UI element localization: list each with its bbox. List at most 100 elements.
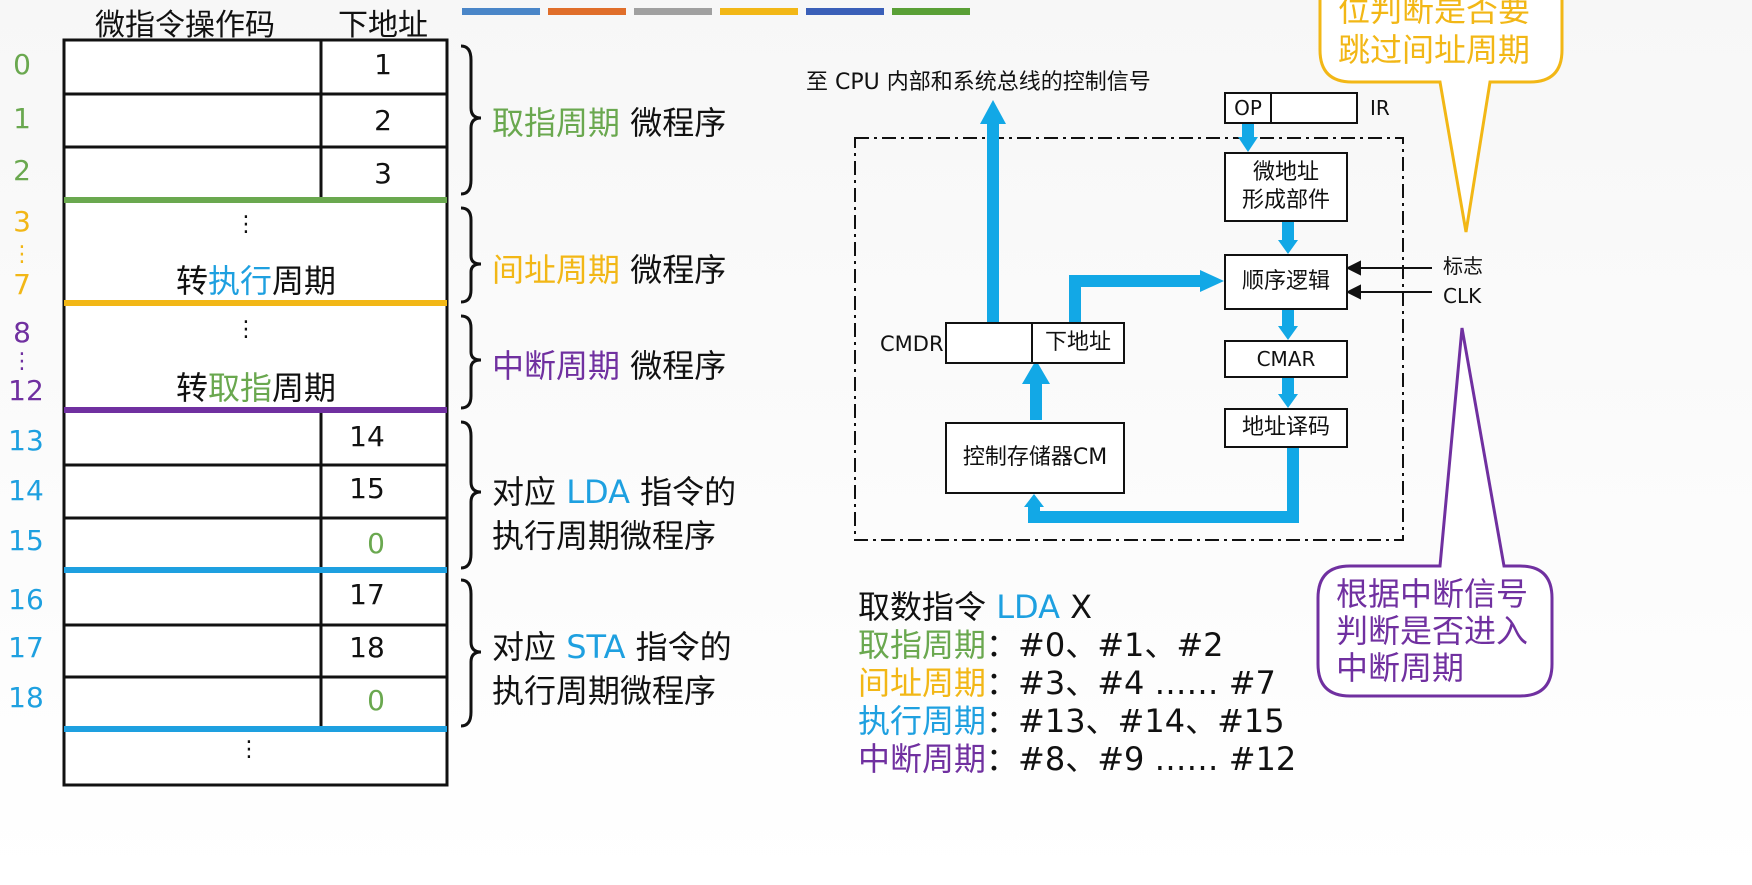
address-label: 14: [8, 474, 44, 507]
callout-line: 判断是否进入: [1336, 612, 1529, 650]
callout-yellow-text: 位判断是否要 跳过间址周期: [1338, 0, 1530, 70]
next-address-value: 18: [349, 631, 385, 664]
goto-prefix: 转: [176, 262, 209, 300]
header-next-address: 下地址: [338, 8, 428, 43]
legend-bar-blue: [462, 8, 540, 15]
summary-title: 取数指令 LDA X: [858, 582, 1092, 628]
next-address-value: 15: [349, 472, 385, 505]
legend-bar-yellow: [720, 8, 798, 15]
callout-line: 中断周期: [1336, 649, 1465, 687]
summary-title-post: X: [1059, 588, 1093, 626]
header-opcode: 微指令操作码: [95, 8, 275, 43]
brace-sta: [460, 578, 482, 728]
next-address-value: 1: [374, 48, 392, 81]
label-indirect-microprogram: 间址周期 微程序: [492, 245, 726, 291]
cmar-register: CMAR: [1224, 340, 1348, 378]
address-label: 1: [13, 102, 31, 135]
address-label: 13: [8, 424, 44, 457]
goto-suffix: 周期: [272, 262, 337, 300]
label-post: 指令的: [629, 473, 737, 511]
label-lda: LDA: [566, 473, 630, 511]
goto-execute-text: 转执行周期: [176, 256, 336, 302]
label-post: 指令的: [625, 628, 732, 666]
callout-line: 根据中断信号: [1336, 575, 1529, 613]
sequence-logic: 顺序逻辑: [1224, 254, 1348, 310]
brace-indirect: [460, 206, 482, 304]
legend-bar-darkblue: [806, 8, 884, 15]
summary-row-execute: 执行周期：#13、#14、#15: [858, 696, 1285, 742]
cmdr-next-address-field: 下地址: [1031, 322, 1125, 364]
clk-label: CLK: [1443, 284, 1482, 308]
label-line2: 执行周期微程序: [492, 517, 717, 555]
summary-label: 中断周期: [858, 740, 987, 778]
callout-purple-shape: [1316, 327, 1554, 698]
goto-prefix: 转: [176, 369, 209, 407]
next-address-label: 下地址: [1044, 330, 1111, 355]
label-fetch-microprogram: 取指周期 微程序: [492, 98, 726, 144]
summary-title-lda: LDA: [996, 588, 1060, 626]
ir-label: IR: [1370, 96, 1390, 120]
summary-title-pre: 取数指令: [858, 588, 997, 626]
summary-value: ：#8、#9 …… #12: [986, 740, 1297, 778]
brace-lda: [460, 420, 482, 570]
group-braces: [460, 44, 482, 728]
address-decoder: 地址译码: [1224, 408, 1348, 448]
callout-line: 位判断是否要: [1338, 0, 1531, 29]
next-address-value: 0: [367, 527, 385, 560]
summary-row-indirect: 间址周期：#3、#4 …… #7: [858, 658, 1276, 704]
legend-bar-gray: [634, 8, 712, 15]
decoder-label: 地址译码: [1241, 415, 1330, 440]
summary-row-interrupt: 中断周期：#8、#9 …… #12: [858, 734, 1296, 780]
label-rest: 微程序: [620, 104, 727, 142]
summary-label: 间址周期: [858, 664, 987, 702]
goto-execute-highlight: 执行: [208, 262, 273, 300]
cell-dots: ⋮: [235, 212, 257, 237]
address-label: 0: [13, 48, 31, 81]
goto-fetch-text: 转取指周期: [176, 363, 336, 409]
address-label: 3: [13, 205, 31, 238]
address-label: 16: [8, 583, 44, 616]
summary-value: ：#0、#1、#2: [986, 626, 1224, 664]
address-label: 12: [8, 374, 44, 407]
next-address-value: 3: [374, 157, 392, 190]
control-memory-cm: 控制存储器CM: [945, 422, 1125, 494]
label-colored: 取指周期: [492, 104, 621, 142]
ir-op-field: OP: [1224, 92, 1272, 124]
callout-yellow-shape: [1318, 0, 1564, 233]
micro-address-line1: 微地址: [1252, 160, 1319, 185]
label-colored: 中断周期: [492, 347, 621, 385]
callout-line: 跳过间址周期: [1338, 31, 1531, 69]
micro-address-unit: 微地址形成部件: [1224, 152, 1348, 222]
address-dots: ⋮: [11, 242, 33, 267]
label-colored: 间址周期: [492, 251, 621, 289]
cmdr-label: CMDR: [880, 332, 944, 356]
sequence-logic-label: 顺序逻辑: [1241, 269, 1330, 294]
brace-interrupt: [460, 314, 482, 410]
address-dots: ⋮: [11, 349, 33, 374]
address-label: 8: [13, 316, 31, 349]
label-pre: 对应: [492, 473, 567, 511]
next-address-value: 0: [367, 684, 385, 717]
next-address-value: 17: [349, 578, 385, 611]
cell-dots: ⋮: [238, 737, 260, 762]
address-label: 15: [8, 524, 44, 557]
goto-fetch-highlight: 取指: [208, 369, 273, 407]
cmar-label: CMAR: [1256, 347, 1316, 371]
label-rest: 微程序: [620, 347, 727, 385]
goto-suffix: 周期: [272, 369, 337, 407]
summary-value: ：#3、#4 …… #7: [986, 664, 1276, 702]
ir-address-field: [1270, 92, 1358, 124]
micro-address-line2: 形成部件: [1241, 188, 1330, 213]
brace-fetch: [460, 44, 482, 196]
next-address-value: 14: [349, 420, 385, 453]
control-store-table: [62, 38, 449, 787]
summary-label: 执行周期: [858, 702, 987, 740]
cm-label: 控制存储器CM: [962, 445, 1108, 470]
label-rest: 微程序: [620, 251, 727, 289]
label-pre: 对应: [492, 628, 567, 666]
summary-value: ：#13、#14、#15: [986, 702, 1285, 740]
address-label: 18: [8, 681, 44, 714]
next-address-value: 2: [374, 104, 392, 137]
summary-label: 取指周期: [858, 626, 987, 664]
